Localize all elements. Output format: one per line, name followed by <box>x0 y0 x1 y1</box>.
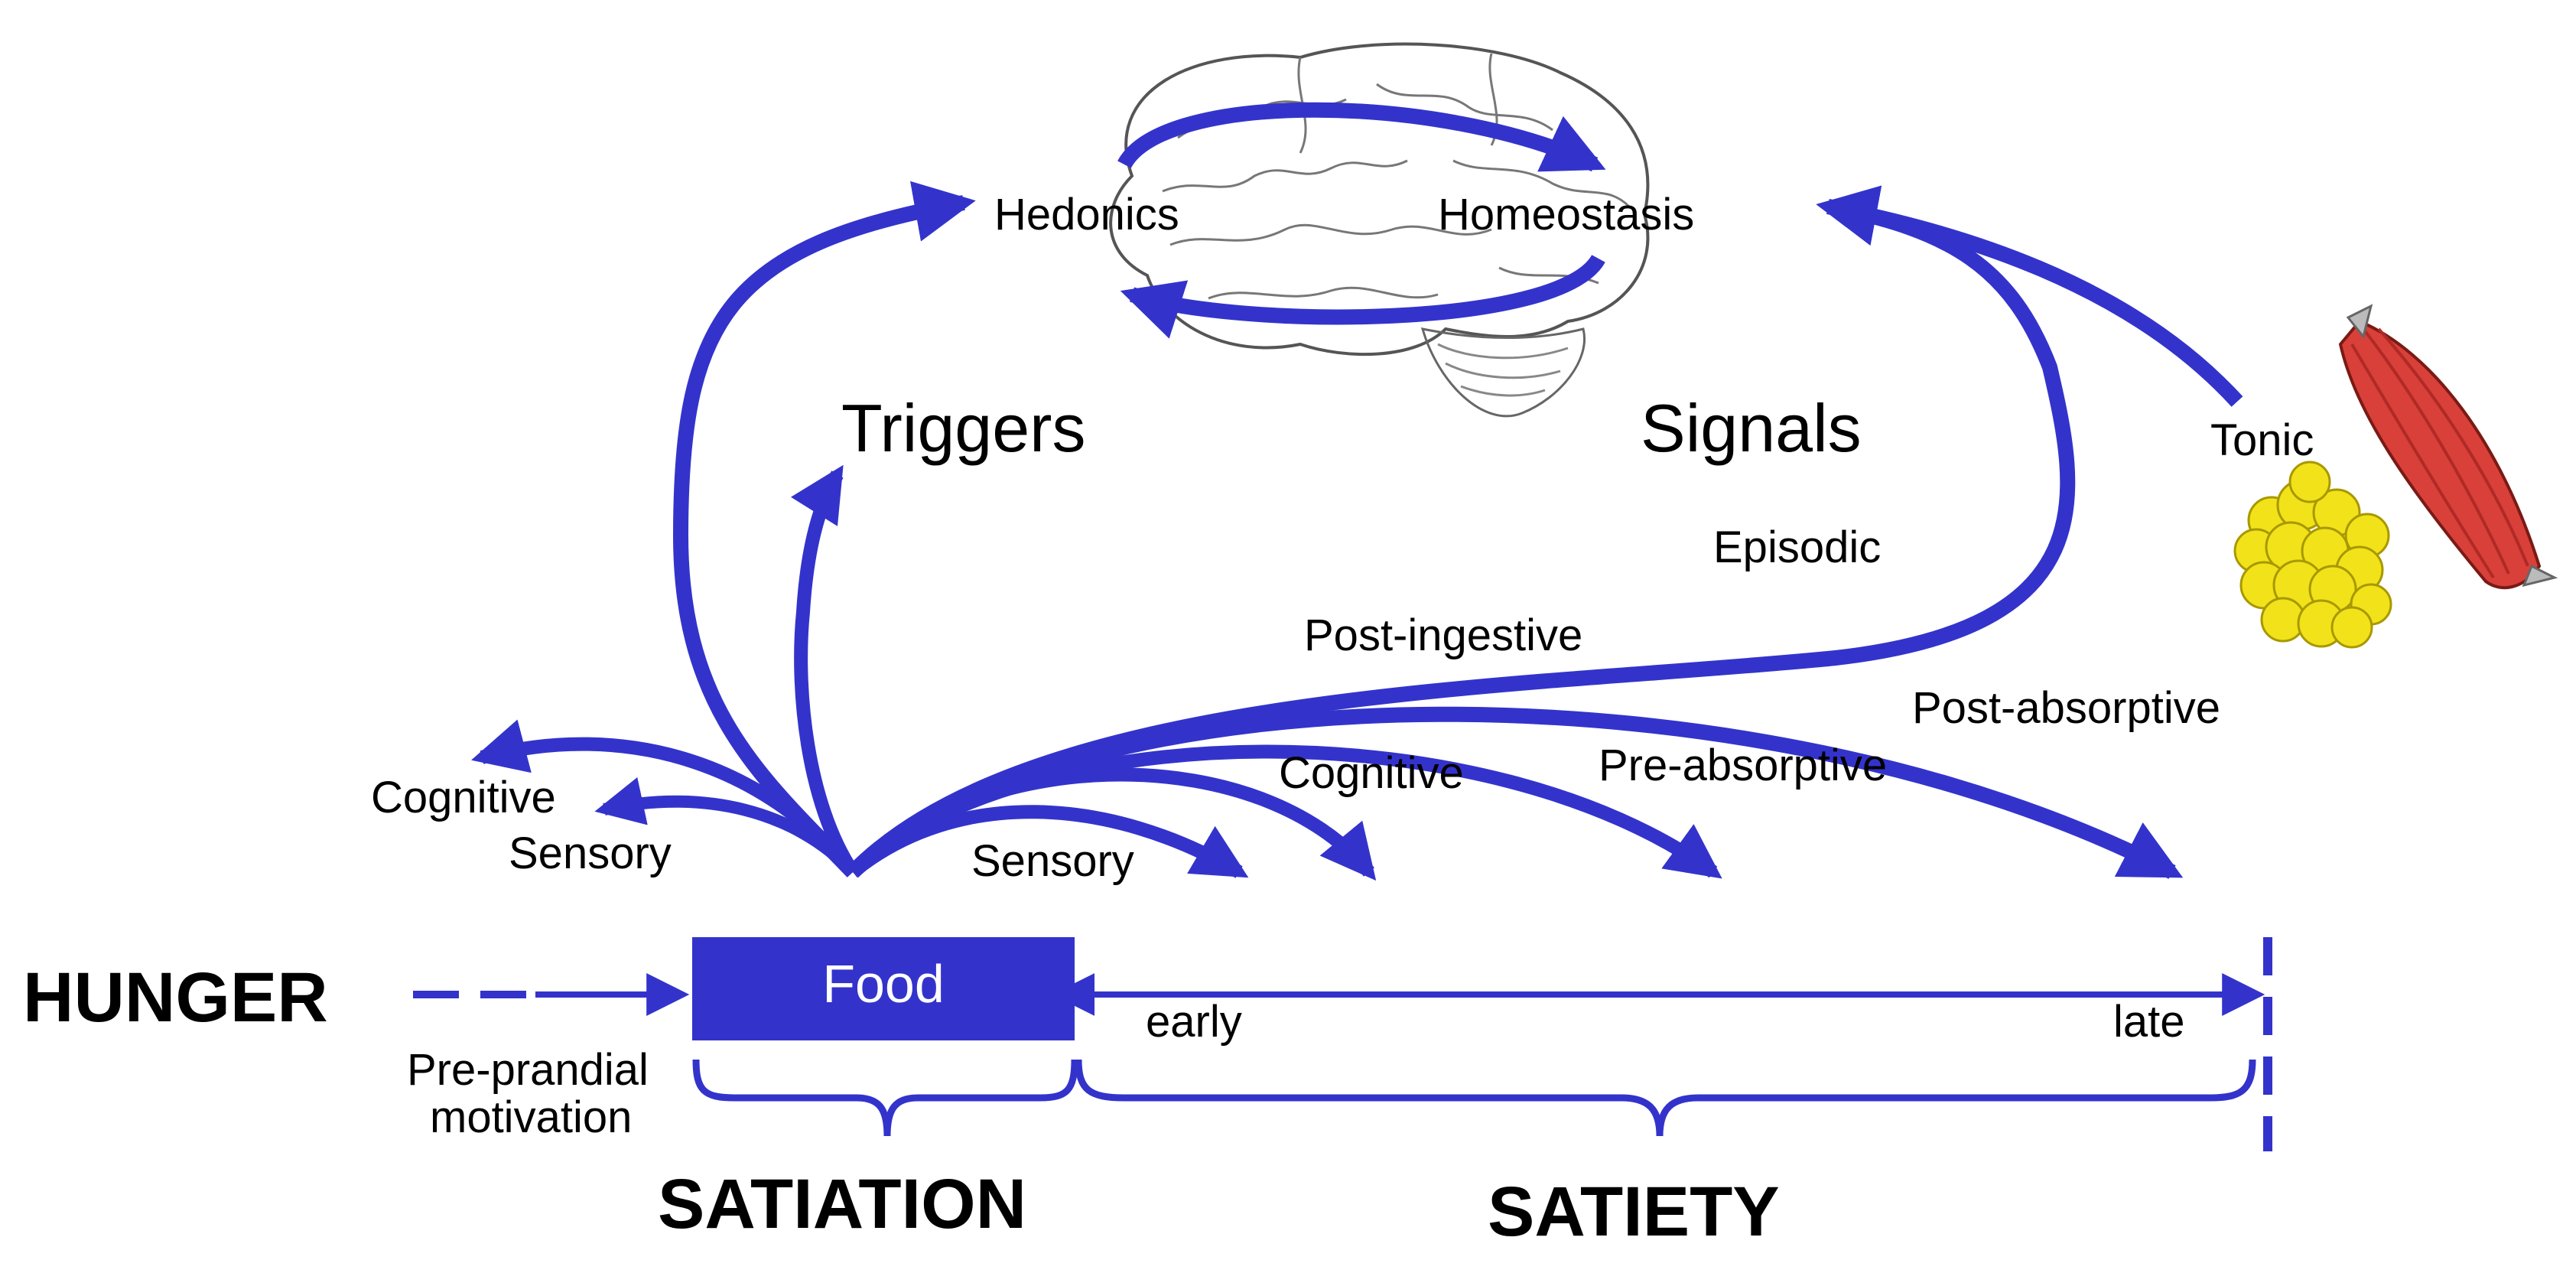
signals-label: Signals <box>1641 390 1862 466</box>
post-absorptive-label: Post-absorptive <box>1912 683 2220 733</box>
tonic-label: Tonic <box>2210 415 2314 465</box>
homeostasis-label: Homeostasis <box>1438 190 1694 239</box>
sensory-right-label: Sensory <box>971 836 1134 886</box>
late-label: late <box>2113 997 2185 1047</box>
trigger-to-hedonics-arrow <box>672 181 976 877</box>
pre-absorptive-label: Pre-absorptive <box>1599 741 1887 790</box>
trigger-up-arrow <box>790 464 859 876</box>
early-label: early <box>1146 997 1242 1047</box>
post-ingestive-label: Post-ingestive <box>1304 610 1582 660</box>
hedonics-to-homeostasis-arrow <box>1117 102 1606 172</box>
cognitive-left-arrow <box>471 719 858 877</box>
food-box <box>692 937 1075 1040</box>
satiety-label: SATIETY <box>1488 1173 1780 1251</box>
episodic-label: Episodic <box>1713 523 1881 572</box>
cognitive-right-arrow <box>847 767 1377 881</box>
tonic-to-homeostasis-arrow <box>1826 199 2243 407</box>
triggers-label: Triggers <box>841 390 1085 466</box>
satiation-label: SATIATION <box>658 1165 1026 1243</box>
satiety-brace <box>1075 1059 2256 1137</box>
cognitive-left-label: Cognitive <box>371 773 556 822</box>
sensory-left-label: Sensory <box>509 829 672 878</box>
pre-prandial-label-line1: Pre-prandial <box>407 1045 649 1095</box>
pre-prandial-label-line2: motivation <box>430 1092 632 1142</box>
cognitive-right-label: Cognitive <box>1279 748 1464 798</box>
hedonics-label: Hedonics <box>994 190 1179 239</box>
sensory-left-arrow <box>594 776 857 877</box>
sensory-right-arrow <box>848 805 1249 878</box>
satiation-brace <box>692 1059 1078 1137</box>
food-label: Food <box>822 954 945 1014</box>
fat-cells-icon <box>2233 461 2392 649</box>
muscle-icon <box>2338 304 2558 590</box>
homeostasis-to-hedonics-arrow <box>1120 254 1605 339</box>
hunger-label: HUNGER <box>23 959 328 1037</box>
